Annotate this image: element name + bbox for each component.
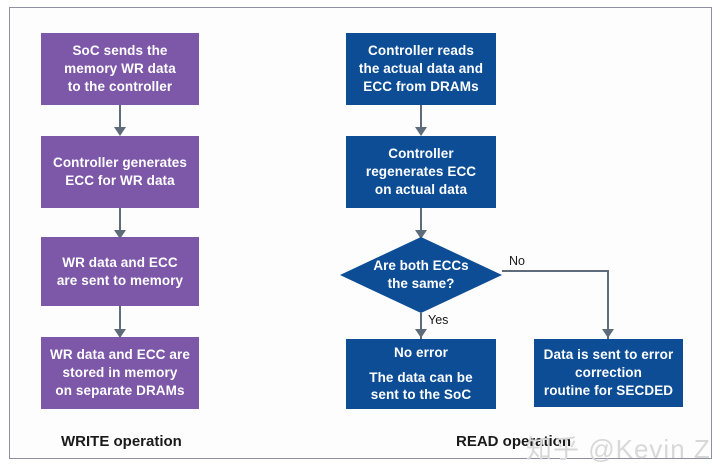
outcome-no-error-title: No error — [393, 344, 449, 360]
outcome-secded-line-2: correction — [574, 365, 643, 381]
diagram-frame: SoC sends the memory WR data to the cont… — [9, 7, 712, 464]
node-write-4-line-3: on separate DRAMs — [55, 382, 185, 398]
node-write-2: Controller generates ECC for WR data — [41, 136, 199, 208]
node-write-3-line-1: WR data and ECC — [62, 254, 178, 270]
arrowhead-decision-yes — [415, 329, 427, 338]
node-read-1-line-2: the actual data and — [358, 61, 484, 77]
diamond-shape-icon — [340, 237, 502, 313]
node-write-1: SoC sends the memory WR data to the cont… — [41, 33, 199, 105]
arrowhead-write-2-to-3 — [114, 230, 126, 239]
node-read-2-line-1: Controller — [388, 146, 454, 162]
edge-label-no: No — [509, 254, 525, 268]
connector-read-2-to-decision — [420, 208, 422, 237]
node-outcome-secded: Data is sent to error correction routine… — [534, 339, 683, 407]
node-write-4-line-2: stored in memory — [62, 365, 178, 381]
outcome-secded-line-1: Data is sent to error — [543, 347, 674, 363]
connector-write-2-to-3 — [119, 208, 121, 237]
arrowhead-write-3-to-4 — [114, 329, 126, 338]
edge-label-yes: Yes — [428, 313, 449, 327]
node-decision-ecc-match: Are both ECCs the same? — [340, 237, 502, 313]
node-write-2-line-2: ECC for WR data — [65, 173, 175, 188]
node-read-1-line-3: ECC from DRAMs — [363, 78, 479, 94]
node-write-4-line-1: WR data and ECC are — [50, 347, 190, 363]
arrowhead-decision-no — [602, 329, 614, 338]
node-read-2-line-2: regenerates ECC — [365, 164, 477, 180]
arrowhead-write-1-to-2 — [114, 127, 126, 136]
node-write-1-line-3: to the controller — [67, 78, 173, 94]
arrowhead-read-2-to-decision — [415, 230, 427, 239]
node-read-2: Controller regenerates ECC on actual dat… — [346, 136, 496, 208]
node-read-1: Controller reads the actual data and ECC… — [346, 33, 496, 105]
outcome-no-error-line-1: The data can be — [369, 369, 473, 385]
outcome-secded-line-3: routine for SECDED — [543, 382, 674, 398]
connector-decision-yes — [420, 313, 422, 339]
arrowhead-read-1-to-2 — [415, 127, 427, 136]
node-write-3: WR data and ECC are sent to memory — [41, 237, 199, 306]
connector-write-1-to-2 — [119, 105, 121, 134]
connector-read-1-to-2 — [420, 105, 422, 134]
connector-decision-no-vertical — [607, 270, 609, 339]
node-write-3-line-2: are sent to memory — [56, 272, 184, 288]
connector-write-3-to-4 — [119, 306, 121, 337]
node-write-4: WR data and ECC are stored in memory on … — [41, 337, 199, 409]
node-write-1-line-1: SoC sends the — [72, 43, 168, 59]
node-read-1-line-1: Controller reads — [368, 43, 474, 59]
outcome-no-error-line-2: sent to the SoC — [370, 387, 472, 403]
node-read-2-line-3: on actual data — [374, 181, 468, 197]
label-write-operation: WRITE operation — [61, 433, 182, 450]
node-write-1-line-2: memory WR data — [64, 61, 176, 77]
connector-decision-no-horizontal — [502, 270, 609, 272]
node-outcome-no-error: No error The data can be sent to the SoC — [346, 339, 496, 409]
label-read-operation: READ operation — [456, 433, 572, 450]
node-write-2-line-1: Controller generates — [52, 155, 188, 171]
